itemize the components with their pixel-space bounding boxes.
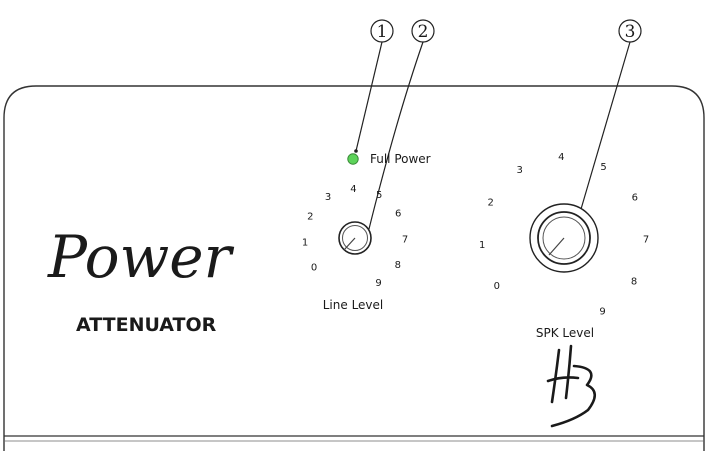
spk-level-scale-number: 1 — [479, 240, 485, 251]
line-level-scale-number: 4 — [350, 184, 356, 195]
leader-dot-1 — [354, 149, 358, 153]
spk-level-scale-number: 7 — [643, 235, 649, 246]
line-level-scale-number: 0 — [311, 263, 317, 274]
spk-level-scale-number: 5 — [600, 162, 606, 173]
spk-level-scale-number: 3 — [517, 165, 523, 176]
callout-1: 1 — [370, 19, 394, 43]
callout-3: 3 — [618, 19, 642, 43]
svg-text:3: 3 — [625, 22, 636, 42]
spk-level-scale-number: 2 — [488, 197, 494, 208]
spk-level-scale: 0 1 2 3 4 5 6 7 8 9 — [479, 152, 649, 317]
brand-subtitle: ATTENUATOR — [76, 314, 217, 336]
line-level-scale: 0 1 2 3 4 5 6 7 8 9 — [302, 184, 408, 289]
line-level-scale-number: 5 — [376, 190, 382, 201]
hb-logo — [546, 344, 597, 428]
full-power-led — [347, 153, 359, 165]
line-level-scale-number: 9 — [375, 278, 381, 289]
spk-level-scale-number: 0 — [494, 281, 500, 292]
line-level-scale-number: 8 — [395, 260, 401, 271]
line-level-scale-number: 2 — [307, 212, 313, 223]
line-level-scale-number: 1 — [302, 238, 308, 249]
spk-level-scale-number: 6 — [632, 193, 638, 204]
line-level-scale-number: 7 — [402, 234, 408, 245]
line-level-scale-number: 6 — [395, 209, 401, 220]
line-level-label: Line Level — [323, 298, 384, 312]
spk-level-scale-number: 9 — [599, 306, 605, 317]
spk-level-knob[interactable] — [529, 203, 599, 273]
callout-2: 2 — [411, 19, 435, 43]
spk-level-label: SPK Level — [536, 326, 594, 340]
panel-outline — [3, 85, 705, 451]
brand-title: Power — [47, 223, 235, 291]
svg-text:1: 1 — [377, 22, 388, 42]
svg-text:2: 2 — [418, 22, 429, 42]
leader-line-3 — [573, 41, 631, 234]
line-level-scale-number: 3 — [325, 192, 331, 203]
leader-line-1 — [355, 41, 383, 152]
full-power-label: Full Power — [370, 152, 431, 166]
line-level-knob[interactable] — [338, 221, 372, 255]
spk-level-scale-number: 8 — [631, 277, 637, 288]
leader-line-2 — [367, 41, 424, 234]
spk-level-scale-number: 4 — [558, 152, 564, 163]
